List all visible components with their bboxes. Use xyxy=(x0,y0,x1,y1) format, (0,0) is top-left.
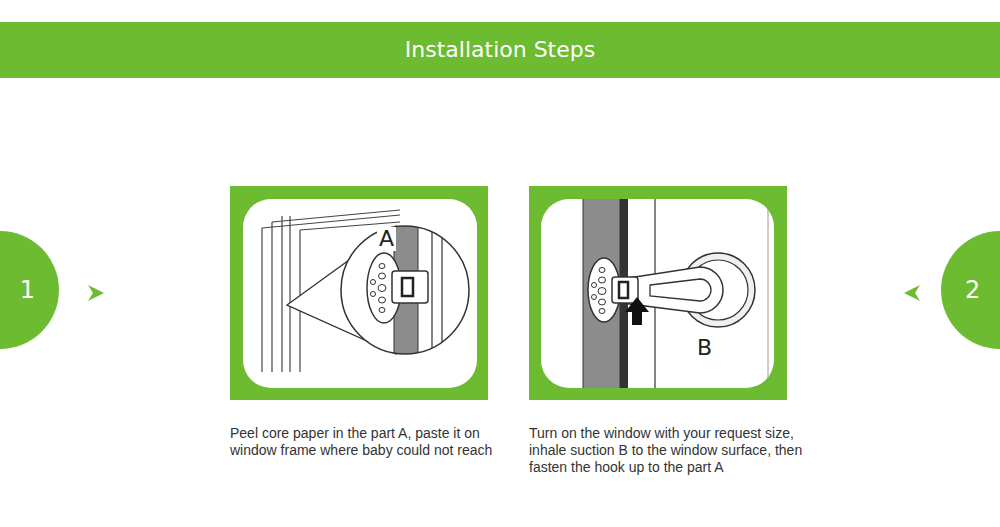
latch-holes xyxy=(599,309,605,314)
latch-tab xyxy=(612,277,638,303)
picture-frame xyxy=(529,186,787,400)
step-caption: Turn on the window with your request siz… xyxy=(529,425,819,476)
magnified-view xyxy=(371,264,387,313)
magnified-view xyxy=(367,220,442,360)
magnified-view xyxy=(379,264,385,269)
magnified-view xyxy=(379,273,386,279)
magnified-view xyxy=(441,220,442,360)
magnified-view xyxy=(379,308,385,313)
hook-slot xyxy=(650,279,711,301)
window-frame xyxy=(271,222,272,372)
window-frame xyxy=(272,210,400,222)
picture-frame xyxy=(230,186,488,400)
latch-holes xyxy=(592,268,607,314)
step-badge: 1 xyxy=(0,231,59,349)
step-number: 1 xyxy=(20,276,35,304)
step-caption: Peel core paper in the part A, paste it … xyxy=(230,425,515,459)
magnified-view xyxy=(371,292,376,297)
pointer-arrow xyxy=(88,285,104,301)
magnifier-rim xyxy=(341,226,469,354)
magnified-view xyxy=(378,285,386,292)
push-arrow xyxy=(625,297,649,325)
part-label: A xyxy=(377,227,396,251)
step-two-picture xyxy=(529,186,787,400)
step-badge: 2 xyxy=(941,231,1000,349)
latch-holes xyxy=(599,299,606,305)
window-frame xyxy=(261,228,262,372)
latch-holes xyxy=(592,283,597,288)
window-frame xyxy=(289,216,290,372)
magnified-view xyxy=(371,280,376,285)
latch-holes xyxy=(599,268,605,273)
step-number: 2 xyxy=(965,276,980,304)
magnified-view xyxy=(379,297,386,303)
latch-holes xyxy=(592,295,597,300)
pointer-arrow xyxy=(904,285,920,301)
picture-ground xyxy=(541,199,774,388)
window-view xyxy=(583,199,768,388)
latch-holes xyxy=(598,288,606,295)
page-title: Installation Steps xyxy=(0,36,1000,64)
magnified-view xyxy=(402,278,413,296)
title-banner xyxy=(0,22,1000,78)
step-one-picture xyxy=(230,186,488,400)
latch-slot xyxy=(619,282,628,298)
magnified-view xyxy=(392,271,428,303)
latch-holes xyxy=(599,277,606,283)
magnified-view xyxy=(431,220,432,360)
window-view xyxy=(768,199,769,388)
window-frame xyxy=(281,216,282,372)
picture-ground xyxy=(243,199,477,388)
part-label: B xyxy=(695,336,714,360)
